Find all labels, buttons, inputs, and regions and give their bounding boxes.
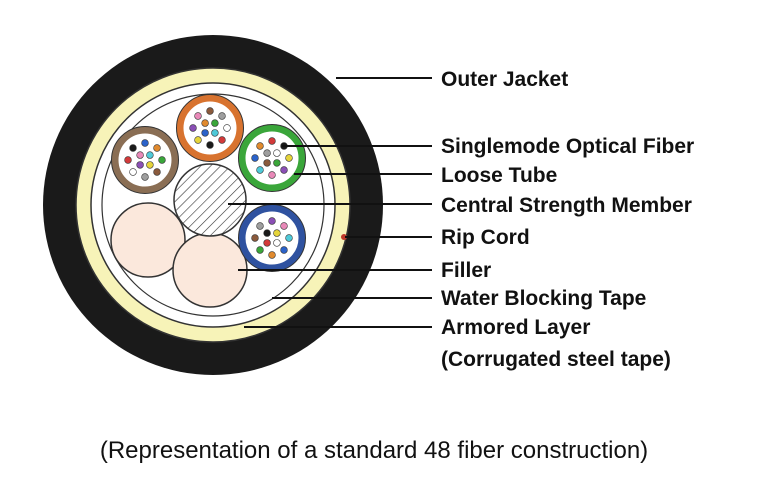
loose-tube-outline [111, 126, 179, 194]
loose-tube-outline [176, 94, 244, 162]
diagram-caption: (Representation of a standard 48 fiber c… [100, 437, 648, 464]
optical-fiber [223, 124, 231, 132]
optical-fiber [273, 159, 281, 167]
optical-fiber [218, 136, 226, 144]
optical-fiber [285, 154, 293, 162]
optical-fiber [206, 141, 214, 149]
optical-fiber [268, 217, 276, 225]
label-singlemode-fiber: Singlemode Optical Fiber [441, 135, 694, 158]
optical-fiber [251, 154, 259, 162]
label-filler: Filler [441, 259, 491, 282]
optical-fiber [129, 168, 137, 176]
optical-fiber [268, 171, 276, 179]
optical-fiber [251, 234, 259, 242]
optical-fiber [263, 239, 271, 247]
optical-fiber [273, 149, 281, 157]
optical-fiber [263, 159, 271, 167]
central-strength-member [173, 163, 247, 237]
optical-fiber [211, 129, 219, 137]
optical-fiber [124, 156, 132, 164]
optical-fiber [136, 161, 144, 169]
label-armored-layer: Armored Layer [441, 316, 590, 339]
filler-bottom [172, 232, 248, 308]
loose-tube-wall [238, 204, 306, 272]
loose-tube-green [238, 124, 306, 192]
optical-fiber [263, 229, 271, 237]
optical-fiber [201, 119, 209, 127]
label-water-blocking-tape: Water Blocking Tape [441, 287, 646, 310]
label-central-strength-member: Central Strength Member [441, 194, 692, 217]
optical-fiber [268, 251, 276, 259]
label-loose-tube: Loose Tube [441, 164, 557, 187]
cable-cross-section [43, 35, 383, 375]
optical-fiber [158, 156, 166, 164]
optical-fiber [273, 229, 281, 237]
optical-fiber [218, 112, 226, 120]
optical-fiber [256, 222, 264, 230]
optical-fiber [146, 161, 154, 169]
optical-fiber [268, 137, 276, 145]
loose-tube-wall [238, 124, 306, 192]
filler-left [110, 202, 186, 278]
optical-fiber [211, 119, 219, 127]
loose-tube-blue [238, 204, 306, 272]
leader-lines [228, 77, 432, 328]
optical-fiber [189, 124, 197, 132]
optical-fiber [280, 246, 288, 254]
label-rip-cord: Rip Cord [441, 226, 530, 249]
loose-tube-outline [238, 124, 306, 192]
labels: Outer Jacket Singlemode Optical Fiber Lo… [441, 68, 694, 371]
optical-fiber [256, 166, 264, 174]
label-armored-layer-note: (Corrugated steel tape) [441, 348, 671, 371]
label-outer-jacket: Outer Jacket [441, 68, 568, 91]
loose-tube-orange [176, 94, 244, 162]
optical-fiber [263, 149, 271, 157]
optical-fiber [285, 234, 293, 242]
optical-fiber [273, 239, 281, 247]
optical-fiber [146, 151, 154, 159]
loose-tube-brown [111, 126, 179, 194]
optical-fiber [136, 151, 144, 159]
optical-fiber [141, 173, 149, 181]
optical-fiber [256, 246, 264, 254]
optical-fiber [280, 166, 288, 174]
optical-fiber [129, 144, 137, 152]
optical-fiber [280, 222, 288, 230]
optical-fiber [153, 144, 161, 152]
optical-fiber [194, 136, 202, 144]
loose-tube-wall [111, 126, 179, 194]
optical-fiber [206, 107, 214, 115]
optical-fiber [141, 139, 149, 147]
optical-fiber [201, 129, 209, 137]
optical-fiber [194, 112, 202, 120]
optical-fiber [256, 142, 264, 150]
loose-tube-wall [176, 94, 244, 162]
rip-cord-dot [341, 234, 347, 240]
optical-fiber [153, 168, 161, 176]
